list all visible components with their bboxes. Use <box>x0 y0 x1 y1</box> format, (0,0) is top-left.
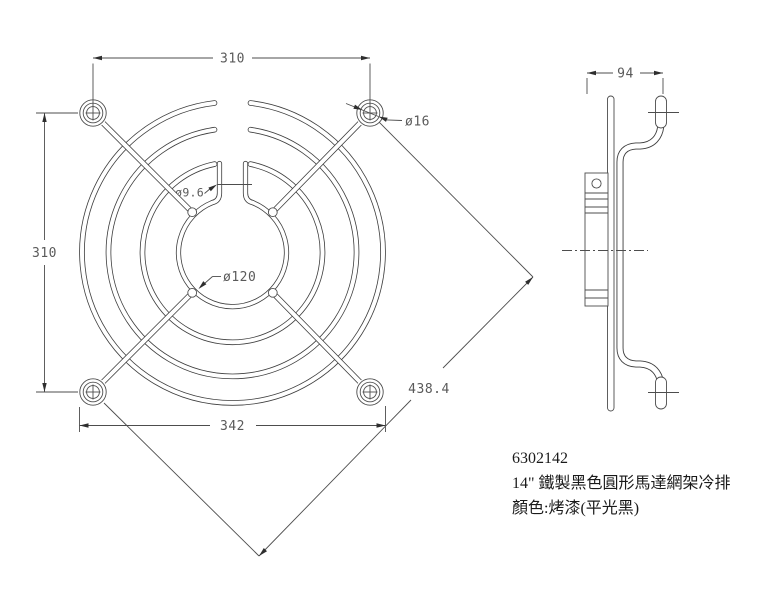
dimension-diagonal: 438.4 <box>103 121 534 557</box>
dimension-wire-diameter: ø9.6 <box>175 184 252 200</box>
side-wire-profile <box>616 118 665 392</box>
dimension-bottom-width: 342 <box>79 406 386 434</box>
dim-label-bottom-width: 342 <box>220 419 245 434</box>
side-eyelet-top <box>648 95 679 129</box>
side-view: 94 <box>562 67 679 412</box>
dim-label-center-ring: ø120 <box>223 270 256 285</box>
mount-eyelet-top-left <box>78 98 108 128</box>
front-view: ø9.6 <box>32 52 534 557</box>
side-eyelet-bottom <box>648 376 679 410</box>
product-description: 14" 鐵製黑色圓形馬達網架冷排 <box>512 475 731 492</box>
mount-eyelet-bottom-left <box>78 377 108 407</box>
dim-label-left-height: 310 <box>32 246 57 261</box>
weld-circles <box>187 207 278 298</box>
side-bracket <box>584 172 609 307</box>
dimension-mount-hole: ø16 <box>345 103 430 130</box>
product-info: 6302142 14" 鐵製黑色圓形馬達網架冷排 顏色:烤漆(平光黑) <box>512 446 762 521</box>
side-guard-plane-bar <box>607 95 615 412</box>
spokes <box>99 119 364 386</box>
mount-eyelet-bottom-right <box>355 377 385 407</box>
dimension-left-height: 310 <box>32 112 78 393</box>
guard-rings <box>79 100 386 406</box>
center-ring-and-prongs <box>175 160 290 310</box>
dim-label-mount-hole: ø16 <box>405 115 430 130</box>
dim-label-side-depth: 94 <box>617 67 634 82</box>
dim-label-diagonal: 438.4 <box>408 382 450 397</box>
dimension-center-ring: ø120 <box>198 270 256 289</box>
dimension-top-width: 310 <box>92 52 371 106</box>
dim-label-wire-diameter: ø9.6 <box>175 186 204 200</box>
part-number: 6302142 <box>512 450 568 467</box>
dim-label-top-width: 310 <box>220 52 245 67</box>
dimension-side-depth: 94 <box>586 67 664 94</box>
product-color-note: 顏色:烤漆(平光黑) <box>512 500 640 517</box>
